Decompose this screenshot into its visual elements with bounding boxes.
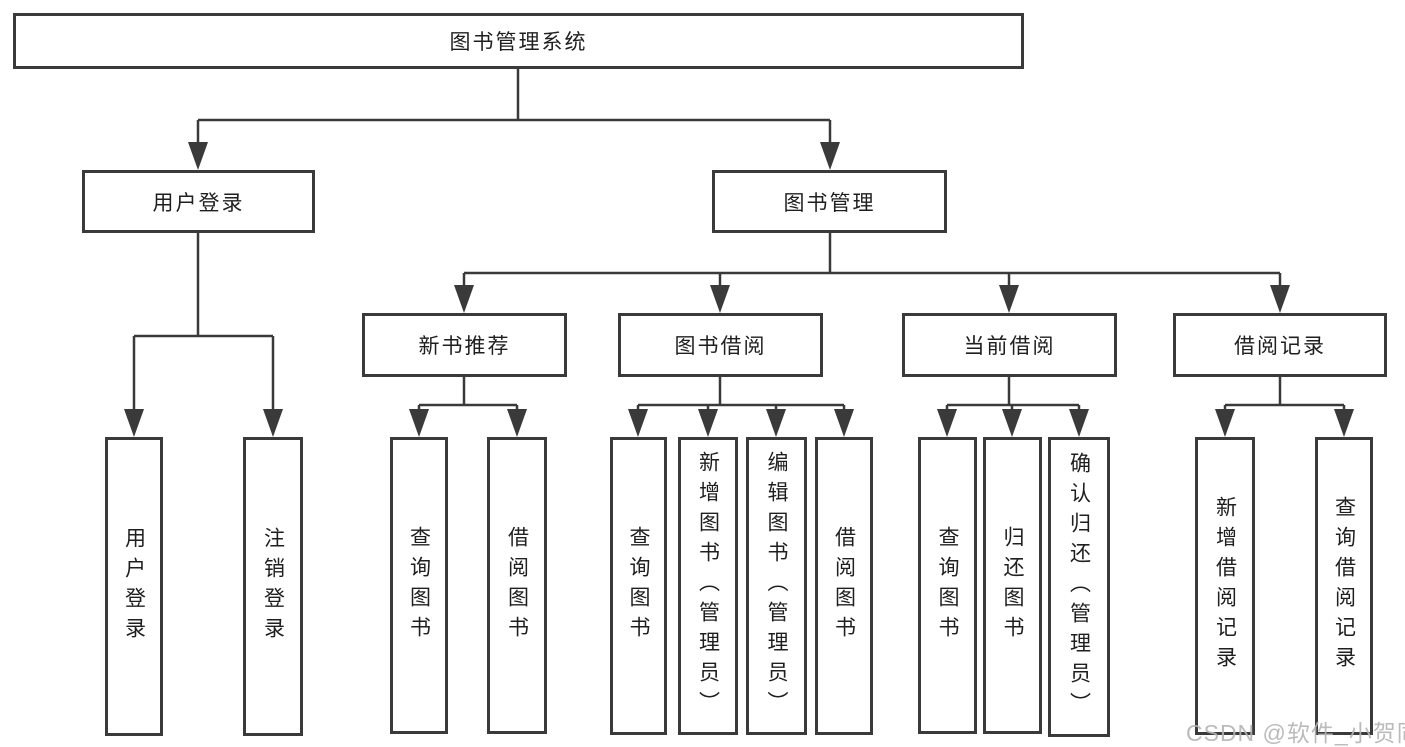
node-label: 用户登录: [152, 191, 245, 215]
node-label: 图书管理系统: [449, 31, 588, 54]
node-label: 借阅记录: [1234, 335, 1326, 358]
node-label: 图书管理: [783, 191, 876, 215]
node-label: 编辑图书（管理员）: [765, 451, 788, 721]
node-label: 查询借阅记录: [1332, 496, 1356, 676]
node-label: 查询图书: [936, 525, 959, 646]
node-library-management-system: 图书管理系统: [13, 13, 1024, 69]
node-label: 新书推荐: [418, 335, 511, 358]
leaf-user-login: 用户登录: [105, 437, 163, 736]
leaf-borrow-books-2: 借阅图书: [815, 437, 873, 735]
node-label: 用户登录: [122, 526, 146, 647]
node-label: 新增借阅记录: [1213, 496, 1237, 676]
leaf-edit-books-admin: 编辑图书（管理员）: [746, 437, 807, 735]
node-borrow-records: 借阅记录: [1173, 313, 1387, 377]
leaf-return-books: 归还图书: [983, 437, 1042, 734]
node-new-book-recommend: 新书推荐: [362, 313, 567, 377]
node-book-management: 图书管理: [712, 170, 947, 233]
node-label: 图书借阅: [674, 335, 767, 358]
leaf-query-books-1: 查询图书: [390, 437, 448, 734]
leaf-logout: 注销登录: [243, 437, 303, 736]
node-label: 当前借阅: [963, 335, 1056, 358]
node-label: 归还图书: [1001, 525, 1024, 646]
node-label: 确认归还（管理员）: [1067, 452, 1091, 722]
leaf-add-borrow-record: 新增借阅记录: [1195, 437, 1255, 735]
node-label: 查询图书: [627, 526, 650, 646]
node-user-login: 用户登录: [82, 170, 315, 233]
leaf-query-books-2: 查询图书: [610, 437, 667, 735]
node-current-borrowing: 当前借阅: [902, 313, 1117, 377]
node-book-borrowing: 图书借阅: [618, 313, 823, 377]
leaf-borrow-books-1: 借阅图书: [487, 437, 547, 734]
leaf-confirm-return-admin: 确认归还（管理员）: [1048, 437, 1110, 737]
leaf-query-borrow-record: 查询借阅记录: [1315, 437, 1373, 735]
node-label: 查询图书: [407, 525, 431, 646]
leaf-add-books-admin: 新增图书（管理员）: [678, 437, 738, 735]
watermark: CSDN @软件_小贺同学: [1186, 720, 1405, 746]
node-label: 注销登录: [261, 526, 285, 647]
node-label: 新增图书（管理员）: [696, 451, 720, 721]
node-label: 借阅图书: [505, 525, 529, 646]
node-label: 借阅图书: [832, 526, 856, 646]
leaf-query-books-3: 查询图书: [918, 437, 977, 734]
